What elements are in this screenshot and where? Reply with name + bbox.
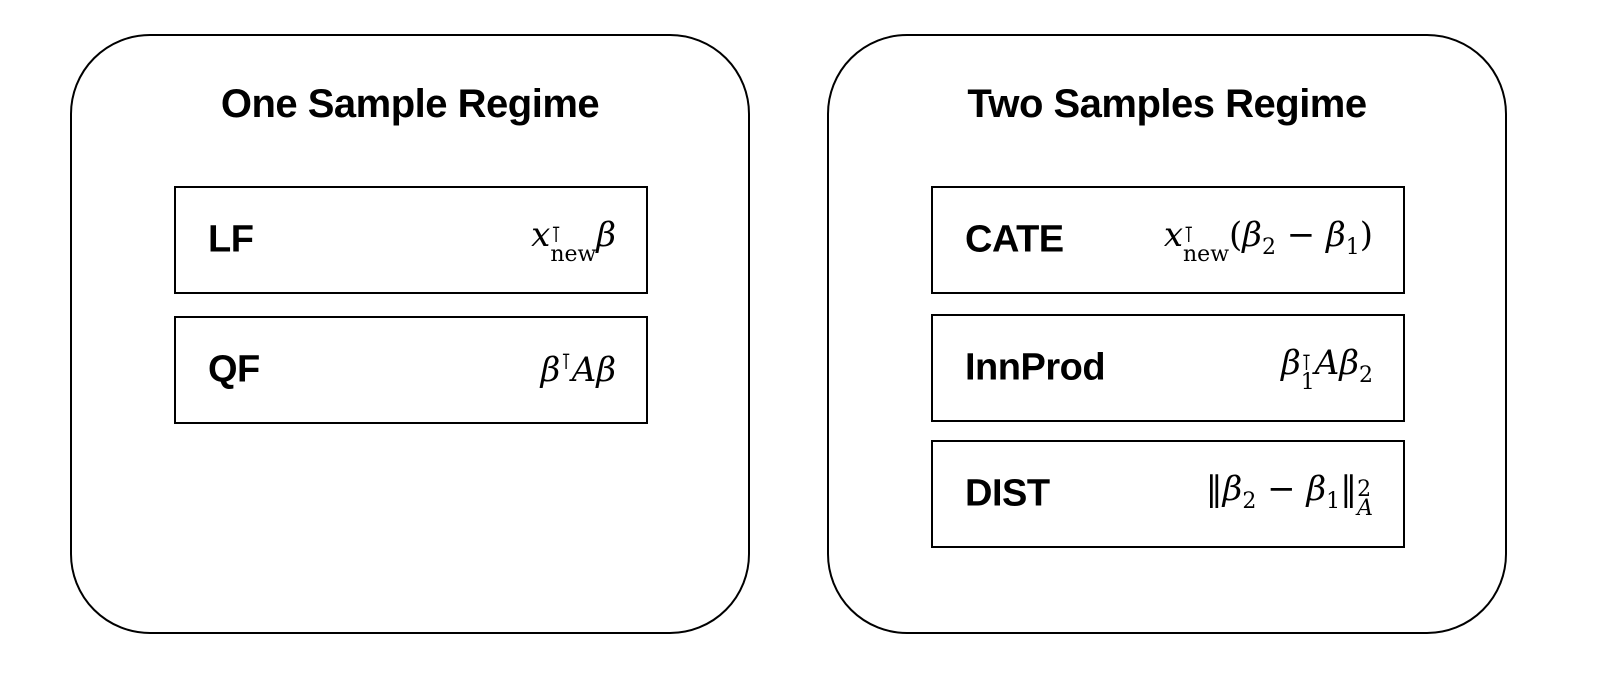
lf-label: LF [208, 218, 254, 261]
cate-formula: x⊺new(β2 − β1) [1163, 214, 1373, 268]
qf-label: QF [208, 348, 260, 391]
qf-box: QF β⊺Aβ [174, 316, 648, 424]
qf-formula: β⊺Aβ [540, 349, 616, 391]
panel-title: One Sample Regime [220, 82, 600, 126]
innprod-label: InnProd [965, 346, 1106, 389]
panel-title: Two Samples Regime [967, 82, 1367, 126]
dist-label: DIST [965, 472, 1050, 515]
cate-box: CATE x⊺new(β2 − β1) [931, 186, 1405, 294]
cate-label: CATE [965, 218, 1064, 261]
two-samples-regime-panel: Two Samples Regime CATE x⊺new(β2 − β1) I… [827, 34, 1507, 634]
